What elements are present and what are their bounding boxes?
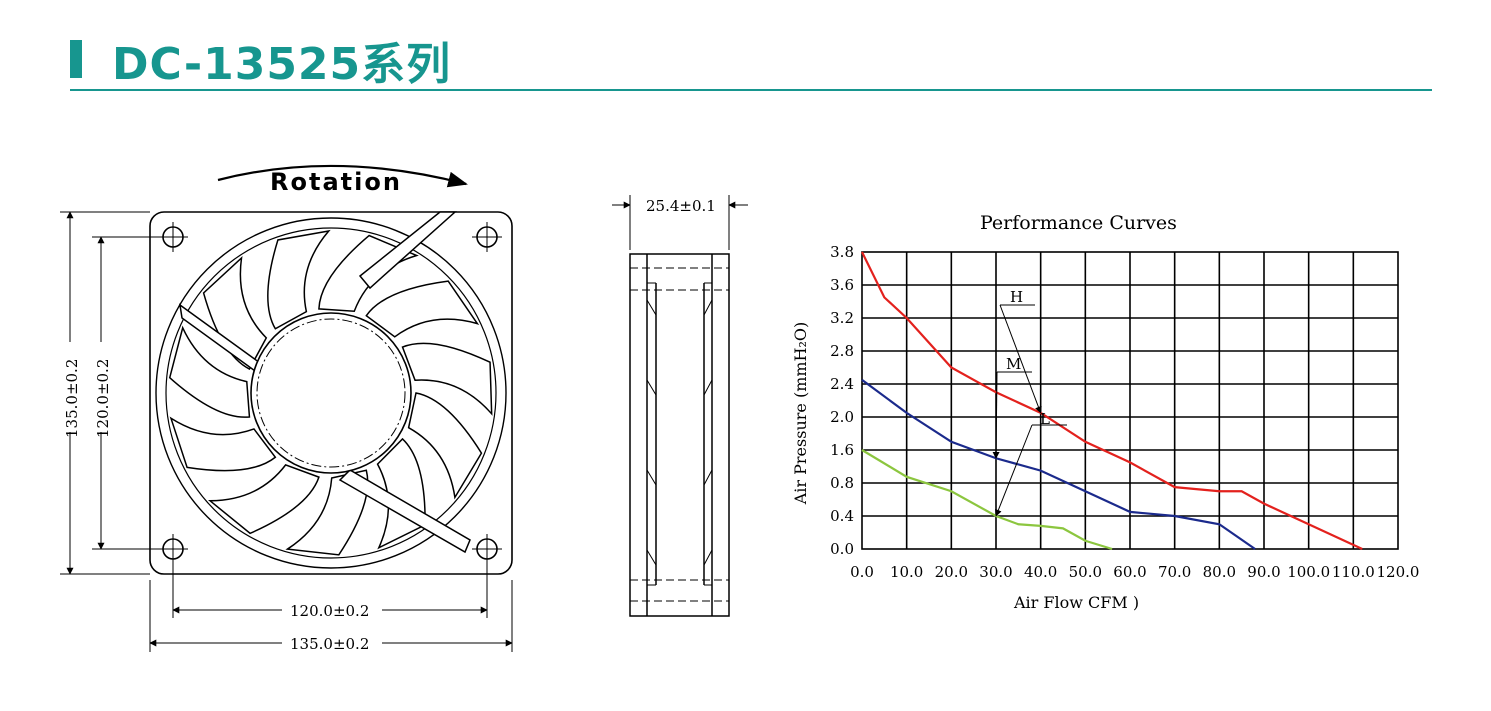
x-tick-label: 90.0 — [1247, 563, 1280, 581]
series-label: L — [1040, 410, 1050, 428]
x-tick-label: 60.0 — [1113, 563, 1146, 581]
y-tick-label: 3.6 — [830, 276, 854, 294]
rotation-label: Rotation — [270, 168, 402, 196]
fan-frame — [149, 211, 513, 575]
chart-title: Performance Curves — [980, 212, 1177, 234]
x-tick-label: 40.0 — [1024, 563, 1057, 581]
support-strut — [358, 211, 457, 290]
x-tick-label: 110.0 — [1332, 563, 1375, 581]
series-line-M — [861, 378, 1256, 550]
x-tick-label: 0.0 — [850, 563, 874, 581]
y-tick-label: 3.8 — [830, 243, 854, 261]
y-tick-label: 2.8 — [830, 342, 854, 360]
page-title: DC-13525系列 — [112, 39, 452, 90]
support-strut — [338, 469, 471, 554]
fan-blade — [169, 416, 277, 472]
fan-blade — [207, 463, 320, 535]
series-line-L — [861, 449, 1113, 551]
x-tick-label: 30.0 — [979, 563, 1012, 581]
x-axis-label: Air Flow CFM ) — [1013, 593, 1139, 612]
fan-blade — [318, 234, 419, 313]
rotation-arrow-icon — [217, 164, 468, 188]
dim-outer-horizontal: 135.0±0.2 — [290, 635, 369, 653]
fan-hub — [250, 312, 412, 474]
x-tick-label: 100.0 — [1287, 563, 1330, 581]
y-tick-label: 2.0 — [830, 408, 854, 426]
fan-blade — [376, 437, 426, 550]
header-rule — [70, 89, 1432, 91]
dim-inner-vertical: 120.0±0.2 — [94, 359, 112, 438]
y-axis-label: Air Pressure (mmH₂O) — [791, 322, 810, 506]
title-accent-bar — [70, 40, 82, 78]
series-label: H — [1010, 288, 1023, 306]
y-tick-label: 1.6 — [830, 441, 854, 459]
dim-inner-horizontal: 120.0±0.2 — [290, 602, 369, 620]
x-tick-label: 80.0 — [1203, 563, 1236, 581]
series-label: M — [1006, 355, 1021, 373]
x-tick-label: 120.0 — [1377, 563, 1420, 581]
mounting-holes — [158, 222, 502, 564]
series-leader-line — [995, 424, 1033, 517]
fan-front-view — [149, 164, 513, 575]
x-tick-label: 20.0 — [935, 563, 968, 581]
series-line-H — [861, 251, 1363, 550]
y-tick-label: 3.2 — [830, 309, 854, 327]
series-leader-line — [992, 371, 1000, 459]
fan-blade — [401, 342, 493, 416]
fan-blade — [407, 392, 483, 500]
dim-thickness: 25.4±0.1 — [646, 197, 716, 215]
y-tick-label: 0.8 — [830, 474, 854, 492]
dim-outer-vertical: 135.0±0.2 — [63, 359, 81, 438]
x-tick-label: 10.0 — [890, 563, 923, 581]
fan-blade — [365, 280, 480, 338]
y-tick-label: 0.0 — [830, 540, 854, 558]
fan-blade — [168, 325, 251, 418]
series-leader-line — [999, 304, 1042, 414]
y-tick-label: 2.4 — [830, 375, 854, 393]
y-tick-label: 0.4 — [830, 507, 854, 525]
fan-blade — [267, 229, 331, 330]
fan-side-view — [612, 195, 748, 617]
x-tick-label: 50.0 — [1069, 563, 1102, 581]
hub-centerline — [256, 318, 406, 468]
x-tick-label: 70.0 — [1158, 563, 1191, 581]
performance-chart: 0.0 10.0 20.0 30.0 40.0 50.0 60.0 70.0 80.0 90.0 1… — [791, 212, 1419, 612]
